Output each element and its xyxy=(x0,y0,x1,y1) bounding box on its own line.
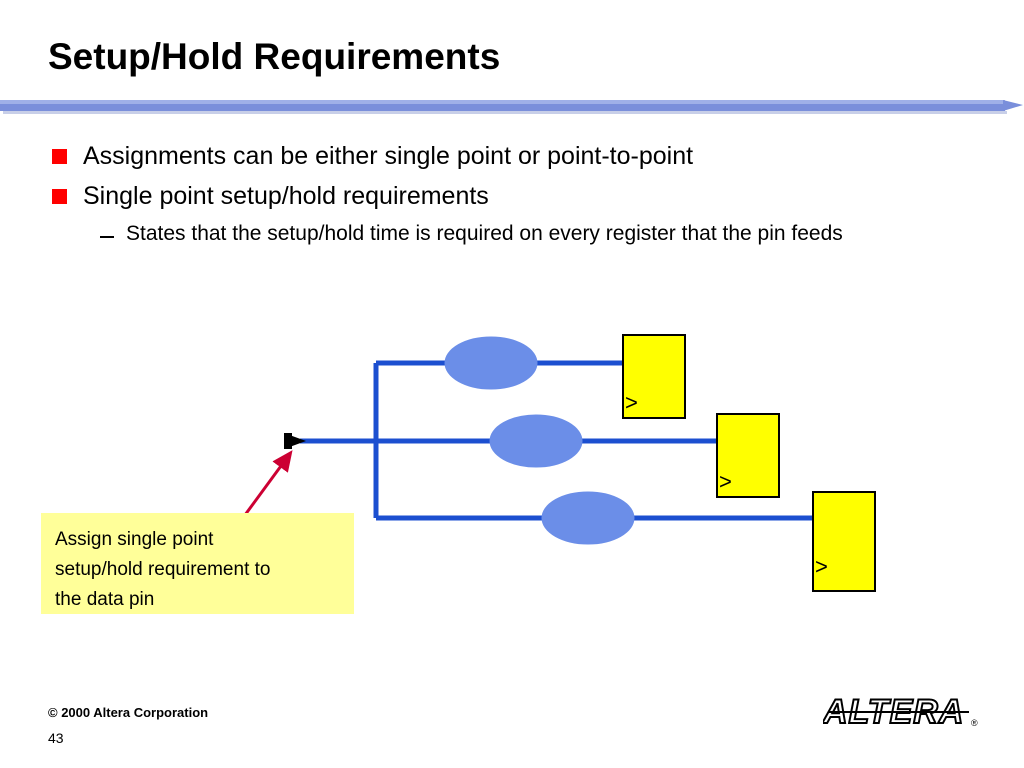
bullet-text: Assignments can be either single point o… xyxy=(83,142,694,170)
dash-icon xyxy=(100,236,114,238)
buffer-top xyxy=(444,336,538,390)
buffer-middle xyxy=(489,414,583,468)
buffer-bottom xyxy=(541,491,635,545)
register-top xyxy=(622,334,686,419)
registered-mark-icon: ® xyxy=(971,718,978,728)
divider-shadow xyxy=(3,111,1007,114)
callout-note: Assign single point setup/hold requireme… xyxy=(41,513,354,614)
callout-line-2: setup/hold requirement to xyxy=(55,559,271,580)
list-item-sub: States that the setup/hold time is requi… xyxy=(100,220,972,248)
divider-arrow-icon xyxy=(1003,100,1023,111)
callout-line-1: Assign single point xyxy=(55,529,214,550)
bullet-square-icon xyxy=(52,189,67,204)
bullet-list: Assignments can be either single point o… xyxy=(52,140,972,248)
register-middle-clock-glyph: > xyxy=(719,469,732,494)
page-title: Setup/Hold Requirements xyxy=(48,36,501,77)
title-divider xyxy=(0,98,1024,116)
bullet-text: Single point setup/hold requirements xyxy=(83,182,489,210)
register-bottom xyxy=(812,491,876,592)
bullet-square-icon xyxy=(52,149,67,164)
register-middle xyxy=(716,413,780,498)
register-top-clock-glyph: > xyxy=(625,390,638,415)
callout-arrow-icon xyxy=(243,450,293,516)
divider-bar xyxy=(0,100,1005,111)
circuit-diagram: > > > xyxy=(0,300,1024,650)
register-bottom-clock-glyph: > xyxy=(815,554,828,579)
data-pin-stub xyxy=(284,433,292,449)
callout-line-3: the data pin xyxy=(55,589,155,610)
bullet-subtext: States that the setup/hold time is requi… xyxy=(126,222,843,245)
copyright-text: © 2000 Altera Corporation xyxy=(48,705,209,720)
divider-bar-highlight xyxy=(0,100,1005,104)
altera-logo: ALTERA ® xyxy=(821,690,983,736)
list-item: Single point setup/hold requirements xyxy=(52,180,972,212)
list-item: Assignments can be either single point o… xyxy=(52,140,972,172)
page-number: 43 xyxy=(48,730,64,746)
